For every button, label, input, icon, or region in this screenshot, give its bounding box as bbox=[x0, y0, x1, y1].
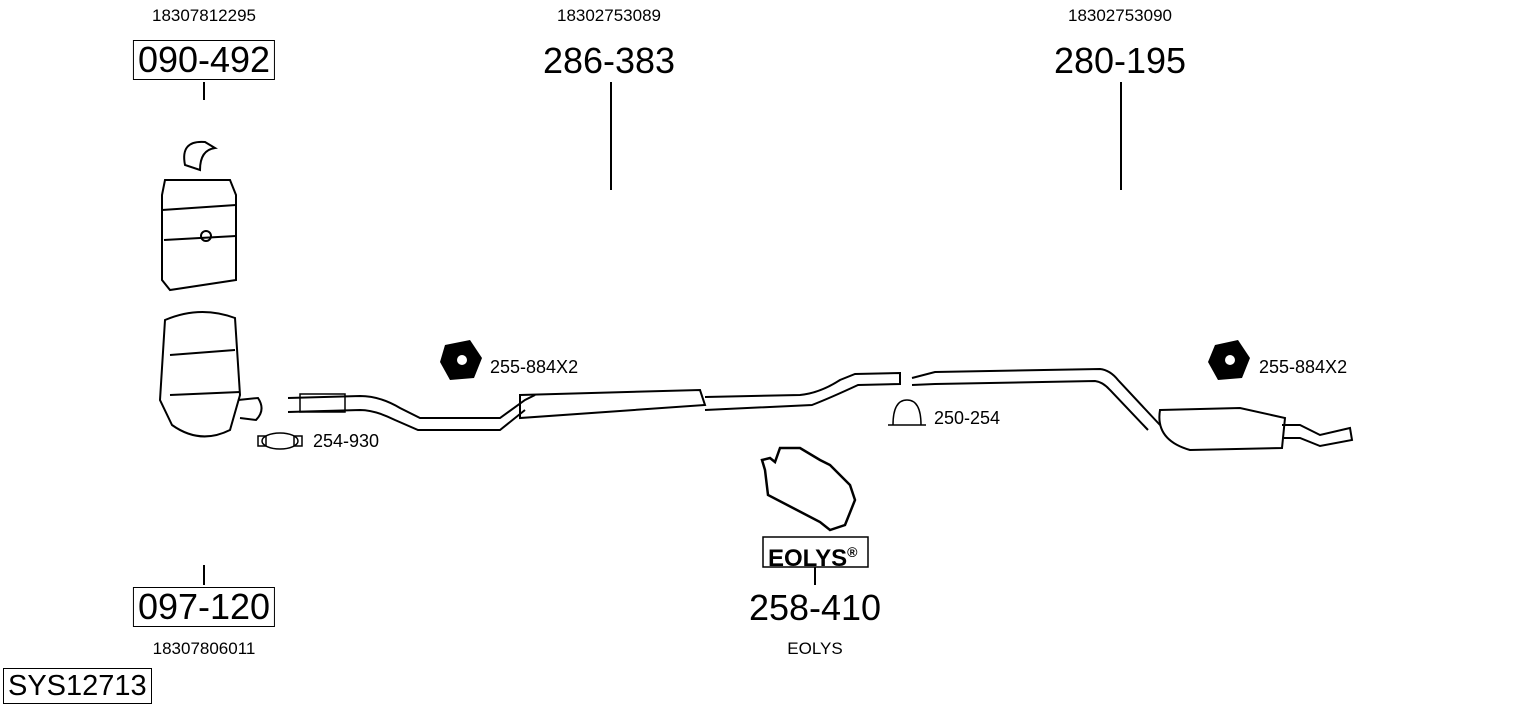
clamp-icon bbox=[257, 432, 303, 450]
accessory-label[interactable]: 255-884X2 bbox=[490, 357, 579, 377]
eolys-logo: EOLYS® bbox=[768, 538, 857, 573]
oe-number: 18307806011 bbox=[152, 639, 256, 658]
eolys-logo-box bbox=[762, 536, 869, 568]
part-number-label[interactable]: 258-410 bbox=[748, 587, 882, 628]
rubber-mount-icon bbox=[440, 340, 482, 380]
front-pipe-drawing bbox=[287, 371, 901, 431]
oe-number: 18307812295 bbox=[151, 6, 257, 25]
eolys-tank-drawing bbox=[760, 446, 857, 532]
part-description: EOLYS bbox=[787, 639, 843, 658]
rubber-mount-icon bbox=[1208, 340, 1250, 380]
rear-silencer-drawing bbox=[911, 367, 1354, 452]
oe-number: 18302753090 bbox=[1067, 6, 1173, 25]
part-number-label[interactable]: 286-383 bbox=[542, 40, 676, 81]
part-number-label[interactable]: 090-492 bbox=[132, 40, 276, 80]
eolys-logo-text: EOLYS bbox=[768, 545, 848, 572]
system-id: SYS12713 bbox=[3, 668, 152, 704]
clamp-icon bbox=[888, 399, 926, 426]
registered-mark: ® bbox=[847, 544, 858, 560]
part-number-label[interactable]: 280-195 bbox=[1053, 40, 1187, 81]
accessory-label[interactable]: 250-254 bbox=[934, 408, 1001, 428]
accessory-label[interactable]: 255-884X2 bbox=[1259, 357, 1348, 377]
part-number-label[interactable]: 097-120 bbox=[132, 587, 276, 627]
oe-number: 18302753089 bbox=[556, 6, 662, 25]
accessory-label[interactable]: 254-930 bbox=[313, 431, 380, 451]
catalytic-converter-drawing bbox=[161, 140, 237, 292]
dpf-drawing bbox=[158, 310, 263, 438]
